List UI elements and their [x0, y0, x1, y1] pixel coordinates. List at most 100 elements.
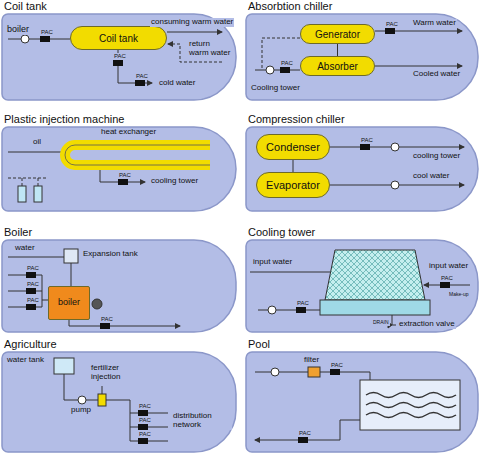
pipe [392, 315, 396, 325]
pipe [64, 374, 130, 441]
equipment [266, 66, 274, 74]
equipment [391, 181, 399, 189]
component-box: Coil tank [70, 26, 167, 50]
panel-title: Cooling tower [248, 226, 315, 239]
pipe-label: cooling tower [150, 177, 199, 186]
panel-shape [246, 240, 478, 332]
pac-label: PAC [26, 265, 40, 272]
equipment [92, 299, 102, 309]
pipe-label: oil [32, 138, 42, 147]
pipe-label: cool water [412, 172, 450, 181]
pipe-label: Expansion tank [82, 250, 139, 259]
panel-title: Agriculture [4, 338, 57, 351]
pipe-connector [337, 44, 338, 56]
equipment [98, 394, 106, 406]
panel-shape [2, 352, 236, 452]
panel-shape [246, 352, 478, 452]
heat-exchanger [65, 145, 210, 165]
pipe-label: heat exchanger [100, 128, 157, 137]
component-name: Condenser [266, 141, 320, 153]
pac-label: PAC [360, 137, 374, 144]
component-box: Condenser [256, 134, 330, 160]
panel-shape [2, 14, 478, 452]
pipe-label: DRAIN [372, 320, 390, 326]
pipe [167, 32, 222, 33]
equipment [21, 35, 29, 43]
pipe-connector [293, 160, 294, 172]
heat-exchanger [65, 145, 210, 165]
pipe [8, 31, 470, 441]
pac-label: PAC [118, 172, 132, 179]
component-box: Evaporator [256, 172, 330, 198]
pac-device [330, 369, 340, 375]
component-name: Absorber [317, 61, 358, 72]
pac-device [135, 80, 145, 86]
pipe-label: Cooled water [412, 70, 461, 79]
equipment [18, 35, 460, 430]
heat-exchanger [65, 145, 210, 165]
component-box: Absorber [300, 56, 375, 76]
panel-shape [2, 240, 236, 332]
panel-shape [2, 127, 236, 211]
pipe-label: Make-up [448, 292, 469, 298]
pac-label: PAC [296, 300, 310, 307]
pipe-label: water [14, 244, 36, 253]
pac-device [280, 67, 290, 73]
pac-label: PAC [298, 430, 312, 437]
panel-title: Coil tank [4, 0, 47, 13]
pac-device [40, 36, 50, 42]
equipment [271, 368, 279, 376]
pac-device [138, 410, 148, 416]
pac-device [298, 437, 308, 443]
equipment [268, 306, 276, 314]
pipe [130, 413, 168, 441]
panel-shape [2, 14, 236, 100]
pac-label: PAC [280, 60, 294, 67]
pac-device [118, 179, 128, 185]
pac-device [113, 60, 123, 66]
pipe-label: Cooling tower [250, 84, 301, 93]
panel-title: Compression chiller [248, 113, 345, 126]
pac-label: PAC [330, 362, 344, 369]
pipe-label: water tank [6, 356, 45, 365]
pipe-label: input water [428, 262, 469, 271]
panel-title: Absorbtion chiller [248, 0, 332, 13]
pac-label: PAC [26, 297, 40, 304]
pac-device [385, 28, 395, 34]
pac-device [138, 438, 148, 444]
equipment [34, 186, 42, 202]
pac-label: PAC [100, 316, 114, 323]
pac-label: PAC [138, 417, 152, 424]
pac-label: PAC [40, 29, 54, 36]
panel-title: Plastic injection machine [4, 113, 124, 126]
equipment [325, 250, 425, 300]
pac-device [26, 272, 36, 278]
panel-shape [246, 14, 478, 100]
pipe [375, 66, 462, 67]
pipe-label: cold water [158, 79, 196, 88]
pipe-label: Warm water [412, 19, 457, 28]
pac-device [100, 323, 110, 329]
component-name: Coil tank [99, 33, 138, 44]
pipe-label: filter [303, 356, 320, 365]
equipment [391, 143, 399, 151]
component-name: boiler [58, 298, 80, 308]
panel-title: Pool [248, 338, 270, 351]
pac-label: PAC [26, 281, 40, 288]
panel-shape [246, 127, 478, 211]
equipment [78, 396, 86, 404]
pac-label: PAC [138, 431, 152, 438]
pac-label: PAC [440, 275, 454, 282]
equipment [366, 393, 456, 418]
pac-device [360, 144, 370, 150]
pipe-label: boiler [6, 25, 30, 35]
pac-device [296, 307, 306, 313]
equipment [320, 300, 430, 315]
equipment [18, 186, 26, 202]
panel-title: Boiler [4, 226, 32, 239]
pipe [258, 310, 320, 311]
pipe-label: return warm water [188, 40, 232, 58]
pipe [71, 263, 72, 286]
